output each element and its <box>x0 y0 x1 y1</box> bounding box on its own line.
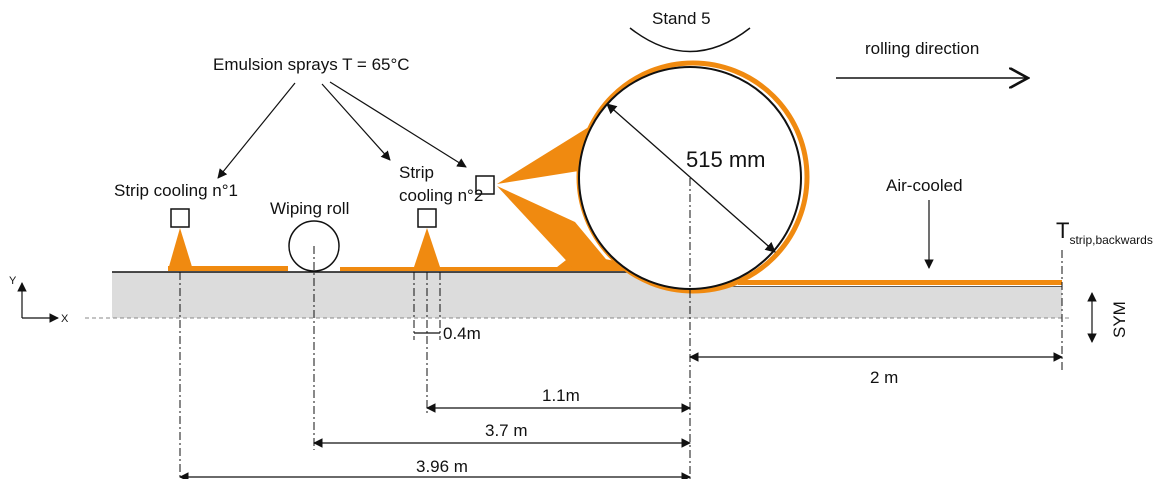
wiping-roll-label: Wiping roll <box>270 199 349 218</box>
dim-1-1-label: 1.1m <box>542 386 580 405</box>
rolling-direction-label: rolling direction <box>865 39 979 58</box>
strip-cooling-1-label: Strip cooling n°1 <box>114 181 238 200</box>
t-strip-label: Tstrip,backwards <box>1056 218 1153 247</box>
strip-cooling-2-label-line1: Strip <box>399 163 434 182</box>
t-strip-subscript: strip,backwards <box>1069 233 1152 247</box>
sym-label: SYM <box>1110 301 1129 338</box>
nozzle-box-2 <box>417 208 437 228</box>
roll-diameter-label: 515 mm <box>686 147 765 172</box>
dim-3-96-label: 3.96 m <box>416 457 468 476</box>
spray-pointer-1 <box>217 82 296 179</box>
strip-cooling-2-label-line2: cooling n°2 <box>399 186 483 205</box>
diameter-line <box>606 103 776 253</box>
spray-cones <box>497 120 615 270</box>
axis-x-label: X <box>61 313 69 325</box>
upper-roll-arc <box>629 27 751 53</box>
stand-label: Stand 5 <box>652 9 711 28</box>
spray-pointer-3 <box>329 81 467 168</box>
dim-0-4-label: 0.4m <box>443 324 481 343</box>
axis-y-label: Y <box>9 275 17 287</box>
dim-3-7-label: 3.7 m <box>485 421 528 440</box>
nozzle-box-3 <box>475 175 495 195</box>
air-cooled-label: Air-cooled <box>886 176 963 195</box>
dim-2-label: 2 m <box>870 368 898 387</box>
nozzle-box-1 <box>170 208 190 228</box>
t-strip-main: T <box>1056 218 1069 243</box>
emulsion-sprays-label: Emulsion sprays T = 65°C <box>213 55 410 74</box>
spray-pointer-2 <box>321 83 391 161</box>
